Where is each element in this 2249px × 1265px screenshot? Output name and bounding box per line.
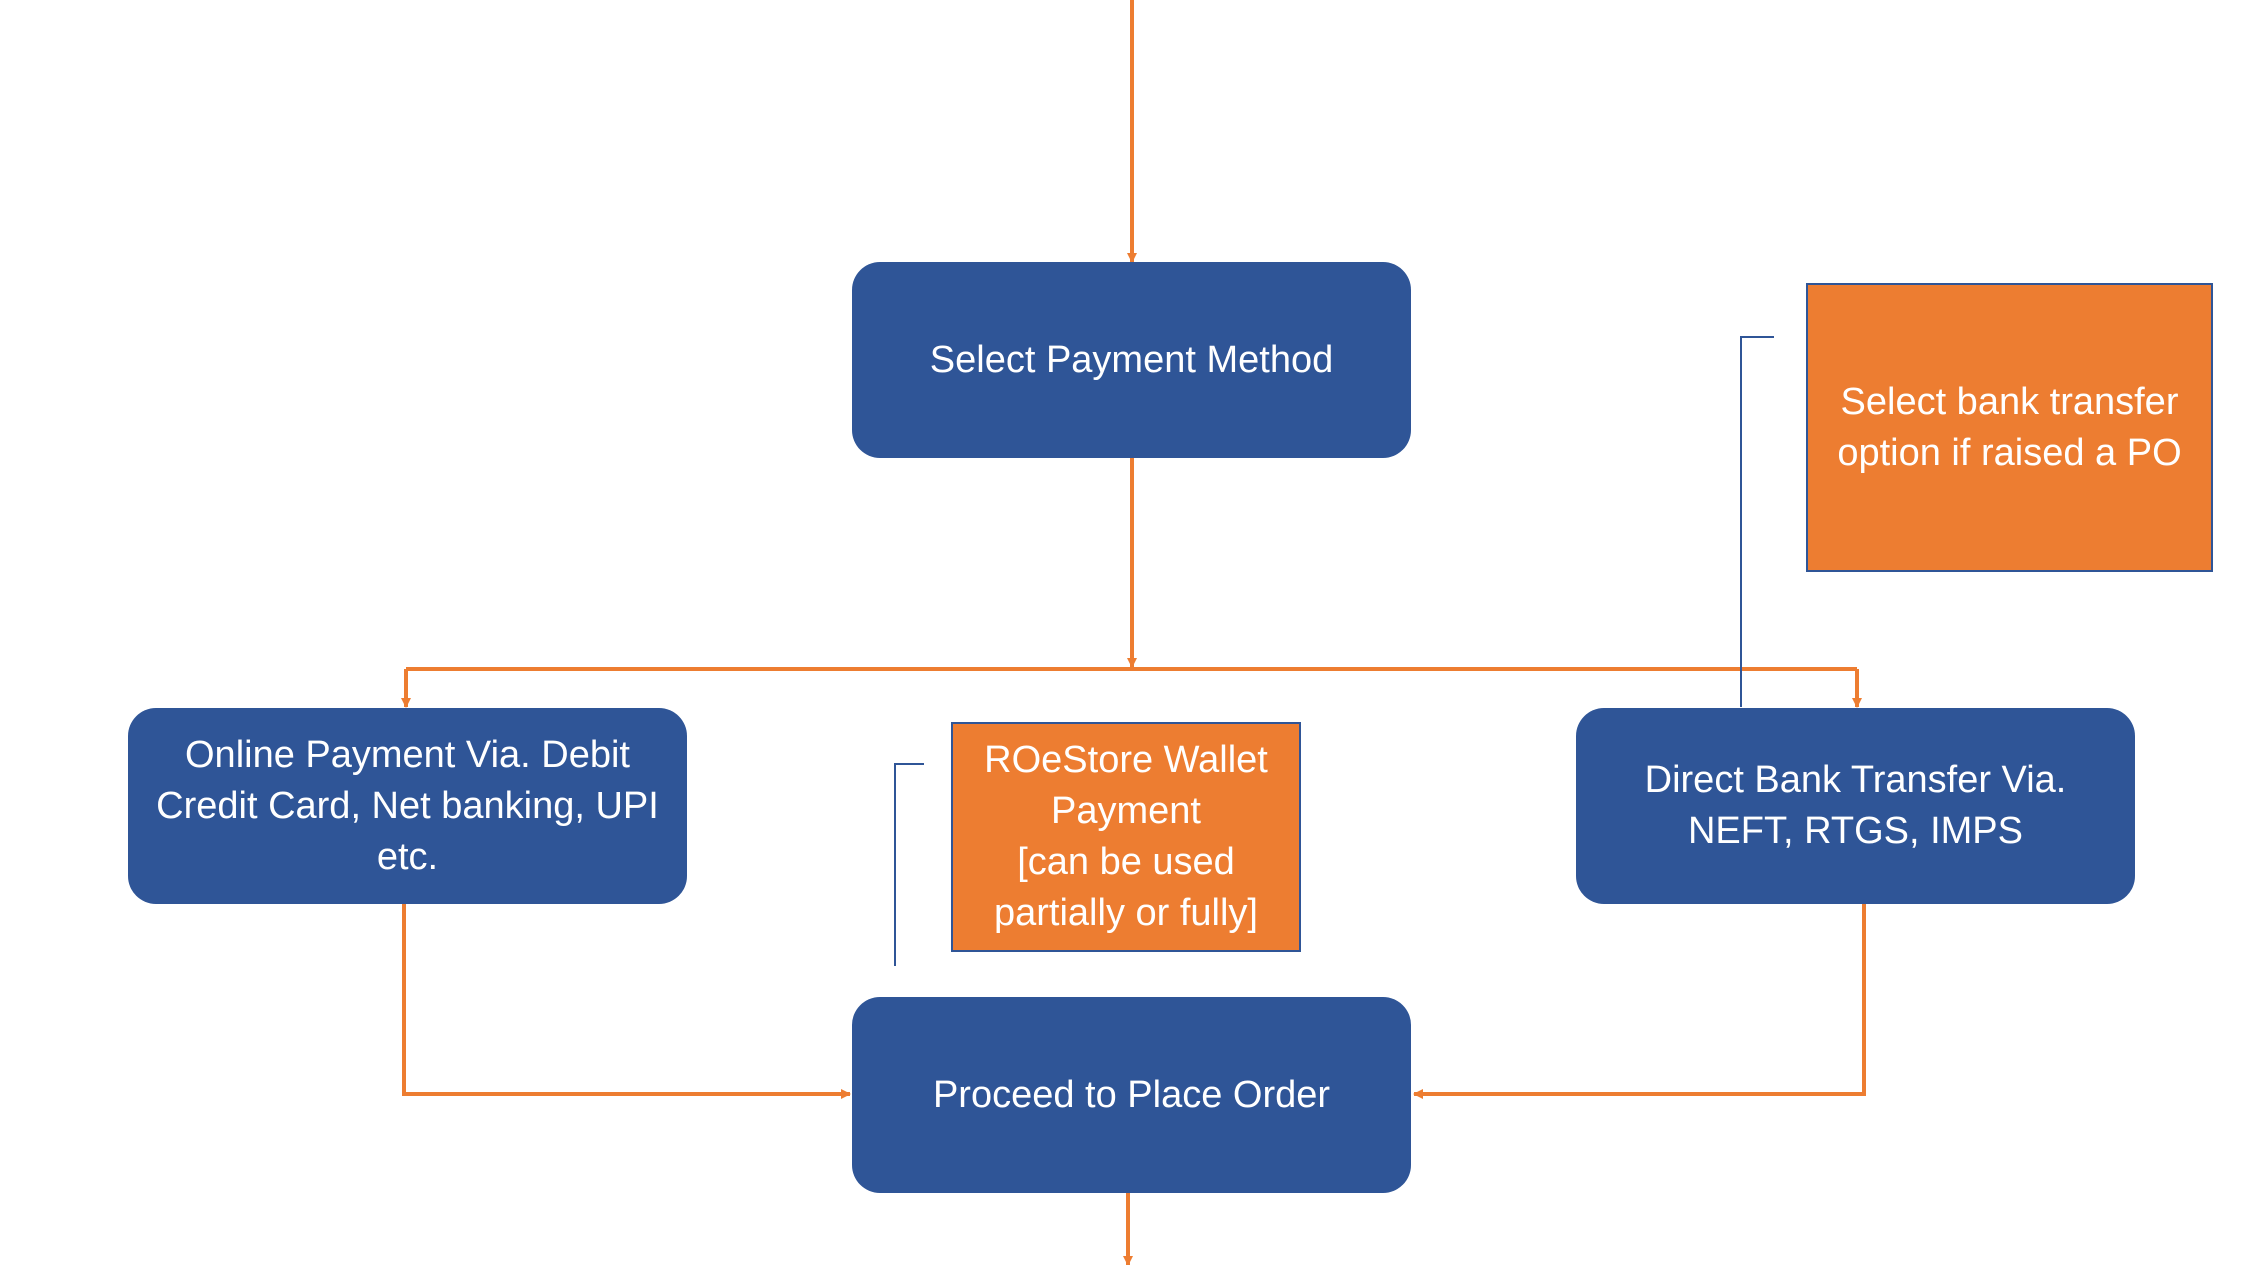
callout-wallet-note — [894, 763, 924, 966]
node-online-payment: Online Payment Via. Debit Credit Card, N… — [128, 708, 687, 904]
node-place-order: Proceed to Place Order — [852, 997, 1411, 1193]
note-bank-transfer: Select bank transfer option if raised a … — [1806, 283, 2213, 572]
callout-bank-transfer-note — [1740, 336, 1774, 707]
note-bank-transfer-label: Select bank transfer option if raised a … — [1837, 380, 2182, 474]
node-select-payment-method: Select Payment Method — [852, 262, 1411, 458]
connector-online-to-order — [402, 903, 851, 1099]
node-bank-transfer: Direct Bank Transfer Via. NEFT, RTGS, IM… — [1576, 708, 2135, 904]
node-select-payment-method-label: Select Payment Method — [929, 338, 1334, 381]
node-place-order-label: Proceed to Place Order — [932, 1073, 1331, 1116]
connector-bank-to-order — [1413, 903, 1866, 1099]
note-wallet-payment-label: ROeStore Wallet Payment [can be used par… — [984, 739, 1268, 934]
node-bank-transfer-label: Direct Bank Transfer Via. NEFT, RTGS, IM… — [1644, 759, 2067, 852]
node-online-payment-label: Online Payment Via. Debit Credit Card, N… — [156, 733, 659, 878]
note-wallet-payment: ROeStore Wallet Payment [can be used par… — [951, 722, 1301, 952]
